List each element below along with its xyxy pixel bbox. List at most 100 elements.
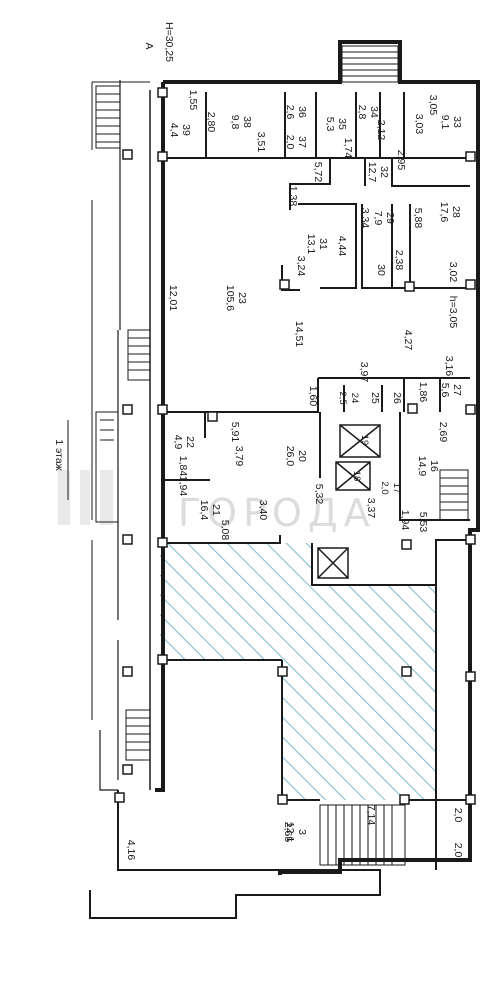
dimension-label: 2,0 (452, 843, 464, 858)
dimension-label: 1,94 (399, 510, 411, 531)
room-label: 372,0 (284, 135, 308, 150)
room-number: 20 (296, 450, 308, 462)
dimension-label: 1,74 (342, 138, 354, 159)
dimension-label: 2,80 (205, 112, 217, 133)
room-label: 242,5 (337, 391, 360, 404)
room-area: 13,1 (305, 234, 317, 255)
dimension-label: 1,84 (177, 456, 189, 477)
dimension-label: 1,94 (177, 476, 189, 497)
staircase-left (95, 329, 151, 761)
room-number: 36 (296, 106, 308, 118)
dimension-label: 3,02 (447, 262, 459, 283)
dimension-label: 3,05 (427, 95, 439, 116)
dimension-label: 3,51 (255, 132, 267, 153)
room-area: 12,1 (284, 822, 296, 843)
dimension-label: 2,65 (282, 822, 294, 843)
room-number: 31 (317, 238, 329, 250)
dimension-label: 1,38 (287, 186, 299, 207)
dimension-label: 3,97 (358, 362, 370, 383)
height-note: h=3,05 (447, 296, 459, 329)
dimension-label: 4,44 (336, 236, 348, 257)
floor-title: 1 этаж (53, 420, 69, 500)
dimension-label: 5,32 (313, 484, 325, 505)
dimension-label: 1,55 (187, 90, 199, 111)
room-label: 224,9 (172, 435, 196, 450)
dimension-label: 3,16 (443, 356, 455, 377)
room-area: 9,1 (439, 115, 451, 130)
dimension-label: 12,01 (167, 285, 179, 311)
room-label: 394,4 (168, 123, 192, 138)
room-area: 2,0 (284, 135, 296, 150)
dimension-label: 25 (369, 392, 381, 404)
watermark-text: ГОРОДА (178, 491, 376, 535)
dimension-labels: 1,55 2,80 3,51 1,74 2,12 3,03 3,05 2,95 … (125, 90, 464, 861)
shafts (317, 424, 381, 579)
watermark-logo: ГОРОДА (58, 470, 376, 535)
dimension-label: 2,12 (375, 120, 387, 141)
room-number: 22 (184, 436, 196, 448)
columns (114, 87, 476, 805)
dimension-label: 5,53 (417, 512, 429, 533)
dimension-label: 2,0 (452, 808, 464, 823)
dimension-label: 4,27 (402, 330, 414, 351)
room-area: 2,5 (337, 391, 348, 404)
dimension-label: 3,03 (413, 114, 425, 135)
elevation-label: Н=30,25 (163, 22, 175, 62)
floor-title-text: 1 этаж (53, 439, 65, 470)
dimension-label: 3,37 (365, 498, 377, 519)
room-number: 23 (236, 292, 248, 304)
room-number: 24 (349, 393, 360, 404)
room-number: 17 (391, 483, 402, 494)
staircase-top (95, 45, 399, 149)
room-label: 275,6 (439, 383, 463, 398)
room-area: 5,3 (324, 117, 336, 132)
room-area: 5,6 (439, 383, 451, 398)
dimension-label: 4,16 (125, 840, 137, 861)
axis-marker: А (143, 42, 155, 49)
room-area: 14,9 (416, 456, 428, 477)
dimension-label: 7,14 (365, 805, 377, 826)
room-number: 35 (336, 118, 348, 130)
dimension-label: 1,86 (417, 382, 429, 403)
room-number: 28 (450, 206, 462, 218)
room-number: 29 (384, 212, 396, 224)
room-number: 37 (296, 136, 308, 148)
room-number: 33 (451, 116, 463, 128)
room-number: 38 (241, 116, 253, 128)
room-area: 17,6 (438, 202, 450, 223)
room-area: 12,7 (366, 162, 378, 183)
dimension-label: 2,69 (437, 422, 449, 443)
room-area: 4,9 (172, 435, 184, 450)
room-number: 21 (210, 504, 222, 516)
room-label: 312,1 (284, 822, 308, 843)
room-label: 355,3 (324, 117, 348, 132)
dimension-label: 5,08 (219, 520, 231, 541)
room-label: 172,0 (379, 481, 402, 494)
dimension-label: 26 (391, 392, 403, 404)
interior-walls (160, 92, 470, 870)
room-area: 26,0 (284, 446, 296, 467)
dimension-label: 5,72 (312, 162, 324, 183)
room-area: 7,9 (372, 211, 384, 226)
dimension-label: 5,88 (412, 208, 424, 229)
dimension-label: 18 (351, 471, 362, 482)
room-label: 362,6 (284, 105, 308, 120)
room-label: 342,8 (356, 105, 380, 120)
dimension-label: 5,91 (229, 422, 241, 443)
dimension-label: 2,38 (393, 250, 405, 271)
room-area: 2,6 (284, 105, 296, 120)
room-area: 2,0 (379, 481, 390, 494)
room-labels: 394,4 389,8 372,0 362,6 355,3 342,8 339,… (168, 105, 463, 843)
dimension-label: 3,24 (295, 256, 307, 277)
room-area: 16,4 (198, 500, 210, 521)
room-area: 105,6 (224, 285, 236, 311)
staircase-bottom (319, 469, 469, 866)
room-number: 32 (378, 166, 390, 178)
